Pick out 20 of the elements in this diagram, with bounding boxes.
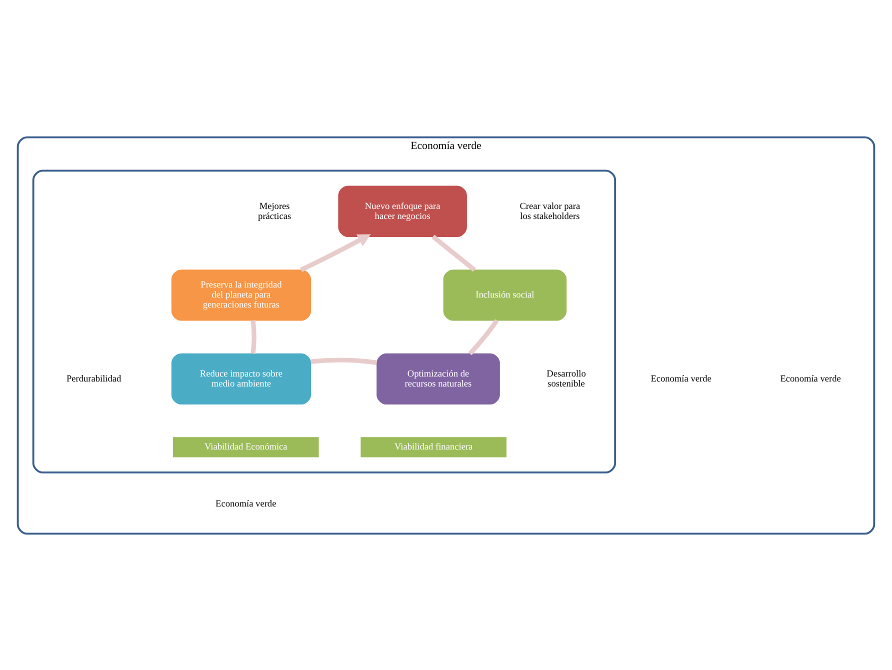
connector — [432, 234, 476, 272]
label: Crear valor para los stakeholders — [520, 201, 580, 222]
node-box: Viabilidad Económica — [172, 436, 319, 457]
node-box: Optimización de recursos naturales — [376, 352, 500, 404]
node-box: Inclusión social — [443, 269, 567, 320]
node-box: Reduce impacto sobre medio ambiente — [171, 352, 312, 404]
label: Economía verde — [216, 499, 276, 510]
label: Perdurabilidad — [66, 374, 122, 384]
cluster — [32, 169, 616, 473]
connector — [250, 320, 256, 354]
label: Mejores prácticas — [258, 201, 292, 222]
connector — [310, 357, 378, 365]
node-box: Preserva la integridad del planeta para generaciones futuras — [171, 269, 312, 320]
connector — [468, 318, 499, 355]
label: Economía verde — [650, 374, 712, 384]
label: Desarrollo sostenible — [546, 368, 586, 389]
label: Economía verde — [780, 374, 841, 384]
node-box: Nuevo enfoque para hacer negocios — [338, 185, 467, 236]
arrow — [300, 234, 371, 272]
node-box: Viabilidad financiera — [360, 436, 506, 457]
